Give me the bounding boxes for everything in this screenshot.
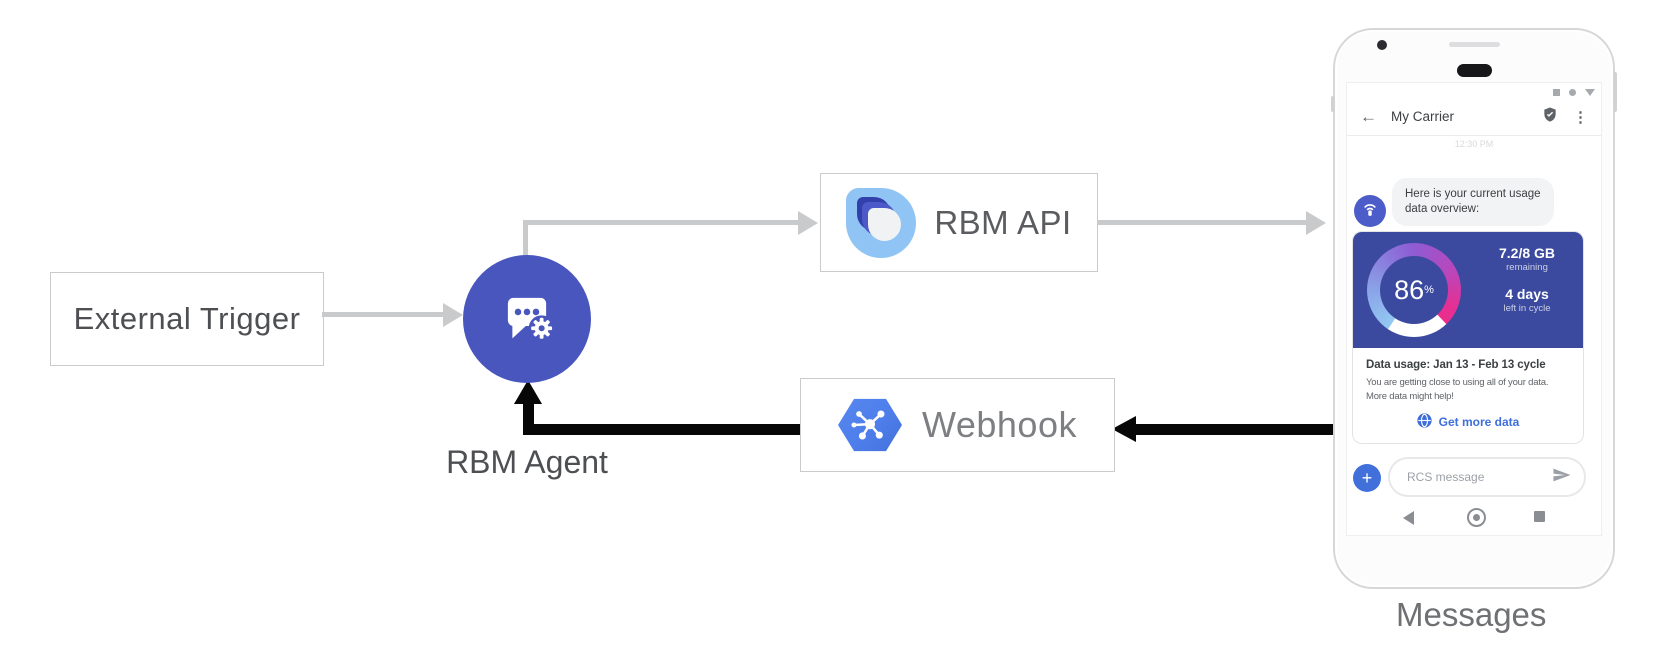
status-circle-icon	[1569, 88, 1576, 96]
arrow-agent-to-api-vertical	[523, 224, 528, 258]
arrow-agent-to-api-head	[798, 211, 818, 235]
back-arrow-icon[interactable]: ←	[1360, 106, 1377, 126]
plus-icon: +	[1361, 468, 1373, 488]
status-square-icon	[1553, 88, 1560, 96]
arrow-trigger-to-agent-head	[443, 303, 463, 327]
send-icon[interactable]	[1552, 468, 1572, 487]
rbm-api-label: RBM API	[934, 203, 1072, 241]
phone-volume-button	[1331, 96, 1335, 112]
rcs-message-input[interactable]	[1405, 469, 1552, 485]
usage-percent-sign: %	[1424, 284, 1434, 296]
nav-home-button[interactable]	[1467, 508, 1486, 527]
rbm-api-node: RBM API	[820, 173, 1098, 272]
nav-back-button[interactable]	[1403, 511, 1414, 525]
usage-donut-gauge: 86%	[1367, 243, 1461, 337]
arrow-api-to-phone-head	[1306, 211, 1326, 235]
data-remaining-value: 7.2/8 GB	[1498, 245, 1556, 261]
usage-stats: 7.2/8 GB remaining 4 days left in cycle	[1481, 245, 1573, 314]
bubble-text-line2: data overview:	[1405, 203, 1480, 215]
conversation-header: ← My Carrier ⋮	[1347, 98, 1601, 136]
verified-shield-icon	[1542, 106, 1558, 128]
agent-message-bubble: Here is your current usage data overview…	[1392, 178, 1554, 226]
arrow-webhook-to-agent-line	[523, 424, 800, 435]
get-more-data-button[interactable]: Get more data	[1366, 413, 1570, 431]
messages-caption: Messages	[1396, 596, 1547, 633]
arrow-phone-to-webhook-head	[1112, 416, 1136, 442]
days-left-label: left in cycle	[1503, 303, 1551, 314]
phone-camera	[1377, 40, 1387, 50]
usage-card-text-line1: You are getting close to using all of yo…	[1366, 377, 1549, 388]
arrow-phone-to-webhook-line	[1134, 424, 1333, 435]
status-triangle-icon	[1585, 88, 1595, 96]
data-remaining-label: remaining	[1506, 262, 1548, 273]
arrow-trigger-to-agent-line	[322, 312, 444, 317]
rbm-agent-node	[463, 255, 591, 383]
usage-card-text-line2: More data might help!	[1366, 391, 1454, 402]
phone-power-button	[1613, 72, 1617, 112]
arrow-webhook-to-agent-head	[514, 380, 542, 404]
status-bar	[1553, 86, 1595, 98]
nav-recents-button[interactable]	[1534, 511, 1545, 522]
webhook-hub-icon	[838, 398, 903, 452]
get-more-data-label: Get more data	[1438, 415, 1520, 429]
days-left-value: 4 days	[1505, 286, 1549, 302]
arrow-api-to-phone-line	[1096, 220, 1306, 225]
external-trigger-label: External Trigger	[73, 301, 301, 336]
phone-speaker-slot	[1449, 42, 1500, 47]
conversation-title: My Carrier	[1391, 109, 1454, 124]
external-trigger-node: External Trigger	[50, 272, 324, 366]
globe-icon	[1417, 413, 1432, 431]
rbm-api-logo-icon	[846, 187, 917, 258]
bubble-text-line1: Here is your current usage	[1405, 188, 1541, 200]
webhook-label: Webhook	[922, 404, 1077, 445]
agent-avatar	[1354, 195, 1386, 227]
usage-rich-card: 86% 7.2/8 GB remaining 4 days left in cy…	[1352, 231, 1584, 444]
phone-screen: ← My Carrier ⋮ 12:30 PM	[1346, 82, 1602, 536]
carrier-antenna-icon	[1359, 198, 1381, 225]
rbm-agent-label: RBM Agent	[446, 444, 608, 480]
chat-gear-icon	[491, 281, 563, 358]
usage-card-body: Data usage: Jan 13 - Feb 13 cycle You ar…	[1353, 348, 1583, 443]
usage-percent: 86	[1394, 274, 1425, 305]
chat-timestamp: 12:30 PM	[1454, 139, 1494, 149]
arrow-webhook-to-agent-vertical	[523, 402, 534, 435]
usage-card-title: Data usage: Jan 13 - Feb 13 cycle	[1366, 359, 1546, 371]
phone-mockup: ← My Carrier ⋮ 12:30 PM	[1331, 28, 1617, 589]
usage-chart-panel: 86% 7.2/8 GB remaining 4 days left in cy…	[1353, 232, 1583, 348]
attach-plus-button[interactable]: +	[1353, 464, 1381, 492]
phone-speaker	[1457, 64, 1492, 77]
webhook-node: Webhook	[800, 378, 1115, 472]
arrow-agent-to-api-line	[523, 220, 798, 225]
overflow-menu-icon[interactable]: ⋮	[1573, 108, 1588, 126]
message-input-pill	[1388, 457, 1586, 497]
